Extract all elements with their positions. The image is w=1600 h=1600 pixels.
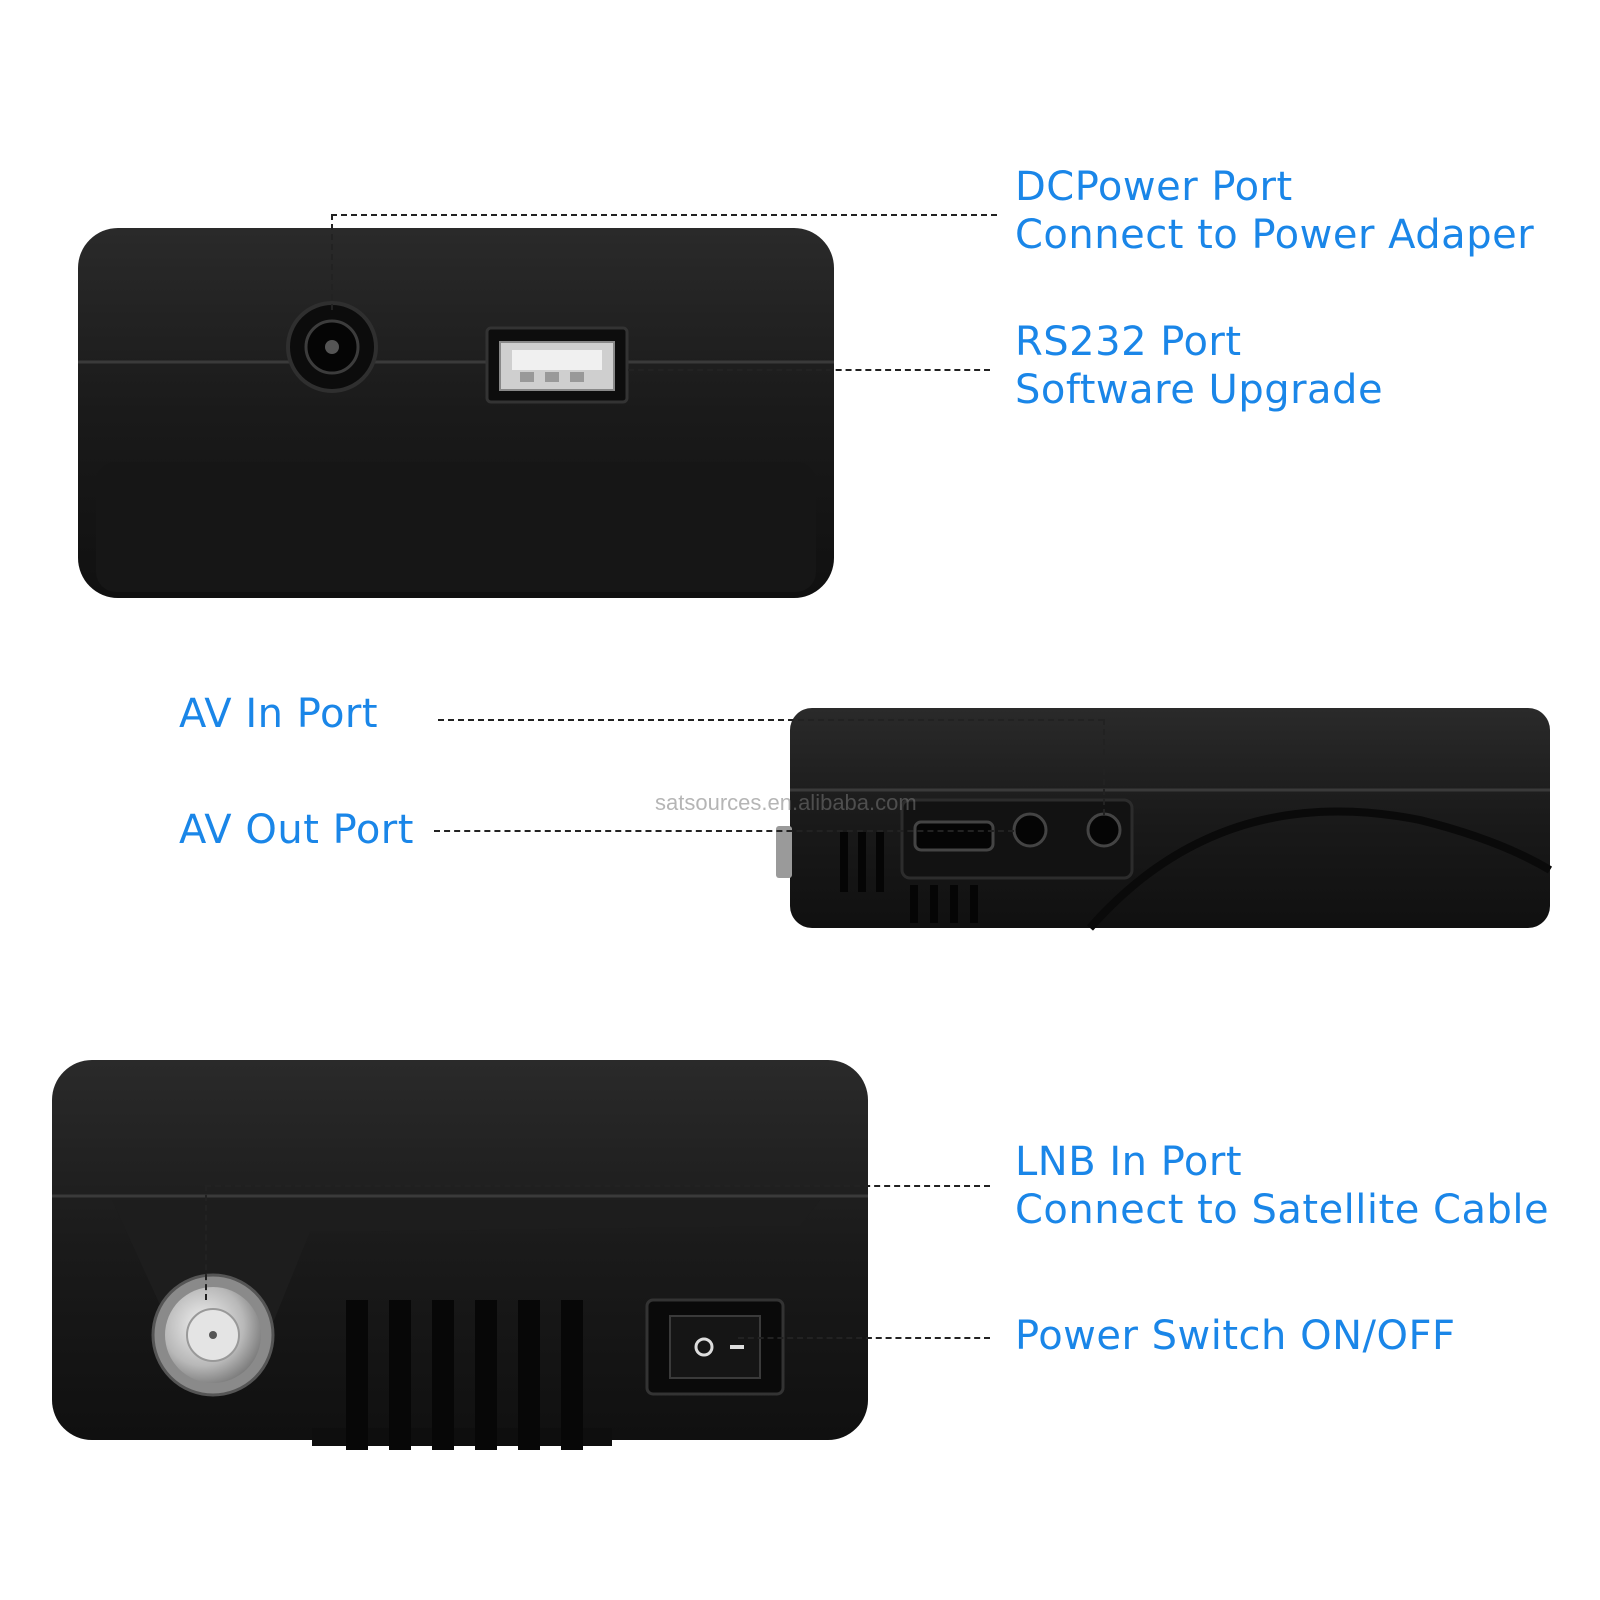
side-vents — [840, 832, 978, 923]
av-in-title: AV In Port — [179, 691, 379, 737]
dc-power-leader — [331, 214, 997, 216]
hdmi-port — [913, 820, 995, 852]
dc-power-leader-vertical — [331, 214, 333, 310]
watermark: satsources.en.alibaba.com — [655, 790, 917, 815]
device-top-view — [78, 228, 834, 598]
lnb-leader-vertical — [205, 1185, 207, 1300]
usb-port — [485, 326, 629, 404]
lnb-in-label: LNB In Port Connect to Satellite Cable — [1015, 1138, 1549, 1234]
lnb-leader — [205, 1185, 990, 1187]
rs232-subtitle: Software Upgrade — [1015, 367, 1384, 413]
device-side-view — [776, 708, 1553, 931]
rs232-title: RS232 Port — [1015, 319, 1242, 365]
power-switch-title: Power Switch ON/OFF — [1015, 1313, 1456, 1359]
dc-power-label: DCPower Port Connect to Power Adaper — [1015, 163, 1534, 259]
av-out-leader — [434, 830, 1014, 832]
av-out-jack — [1012, 812, 1048, 848]
rs232-leader — [628, 369, 990, 371]
dc-power-subtitle: Connect to Power Adaper — [1015, 212, 1535, 258]
lnb-f-connector — [151, 1273, 275, 1397]
rs232-label: RS232 Port Software Upgrade — [1015, 318, 1383, 414]
av-in-leader-vertical — [1103, 719, 1105, 815]
lnb-in-title: LNB In Port — [1015, 1139, 1243, 1185]
power-switch-leader — [738, 1337, 990, 1339]
av-in-leader — [438, 719, 1104, 721]
device-bottom-view — [52, 1060, 868, 1450]
av-in-label: AV In Port — [179, 690, 378, 738]
lnb-in-subtitle: Connect to Satellite Cable — [1015, 1187, 1550, 1233]
dc-power-title: DCPower Port — [1015, 164, 1293, 210]
power-rocker-switch — [645, 1298, 785, 1396]
dc-power-jack — [286, 301, 378, 393]
av-in-jack — [1086, 812, 1122, 848]
av-out-label: AV Out Port — [179, 806, 414, 854]
power-switch-label: Power Switch ON/OFF — [1015, 1312, 1456, 1360]
av-out-title: AV Out Port — [179, 807, 414, 853]
bottom-vents — [346, 1300, 583, 1450]
